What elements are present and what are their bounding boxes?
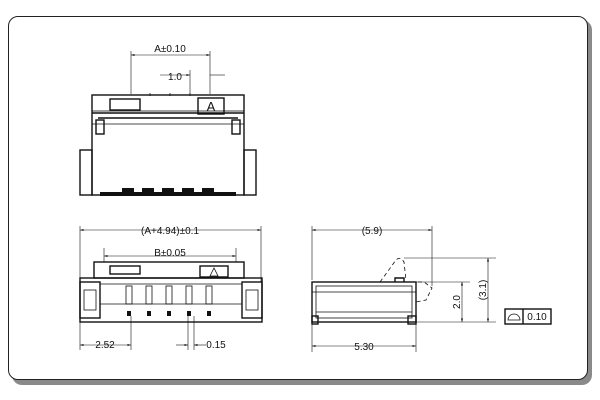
front-label-block xyxy=(109,265,141,275)
dim-left-offset-label: 2.52 xyxy=(95,340,115,351)
dim-overall-front-label: (A+4.94)±0.1 xyxy=(141,226,199,237)
front-view-pins xyxy=(125,285,213,316)
dim-pin-width-label: 0.15 xyxy=(206,340,226,351)
pin1-mark-box xyxy=(197,97,225,115)
dim-open-height-label: (3.1) xyxy=(478,280,489,301)
drawing-frame xyxy=(8,16,588,380)
dim-inner-front-label: B±0.05 xyxy=(154,248,186,259)
dim-side-height-label: 2.0 xyxy=(452,295,463,309)
dim-side-depth-label: 5.30 xyxy=(354,342,374,353)
dim-pitch-label: 1.0 xyxy=(168,72,182,83)
top-label-block xyxy=(109,98,141,111)
top-view-contacts xyxy=(100,188,236,196)
side-view: (5.9) 2.0 (3.1) 5.30 0.10 xyxy=(311,226,552,353)
dim-a-tol-label: A±0.10 xyxy=(154,44,186,55)
dim-side-overall-label: (5.9) xyxy=(362,226,383,237)
tolerance-value: 0.10 xyxy=(527,312,547,323)
tolerance-frame: 0.10 xyxy=(504,308,552,325)
pin1-mark: A xyxy=(207,99,216,114)
top-view: A±0.10 1.0 A xyxy=(79,44,257,196)
front-view: (A+4.94)±0.1 B±0.05 xyxy=(79,226,263,351)
